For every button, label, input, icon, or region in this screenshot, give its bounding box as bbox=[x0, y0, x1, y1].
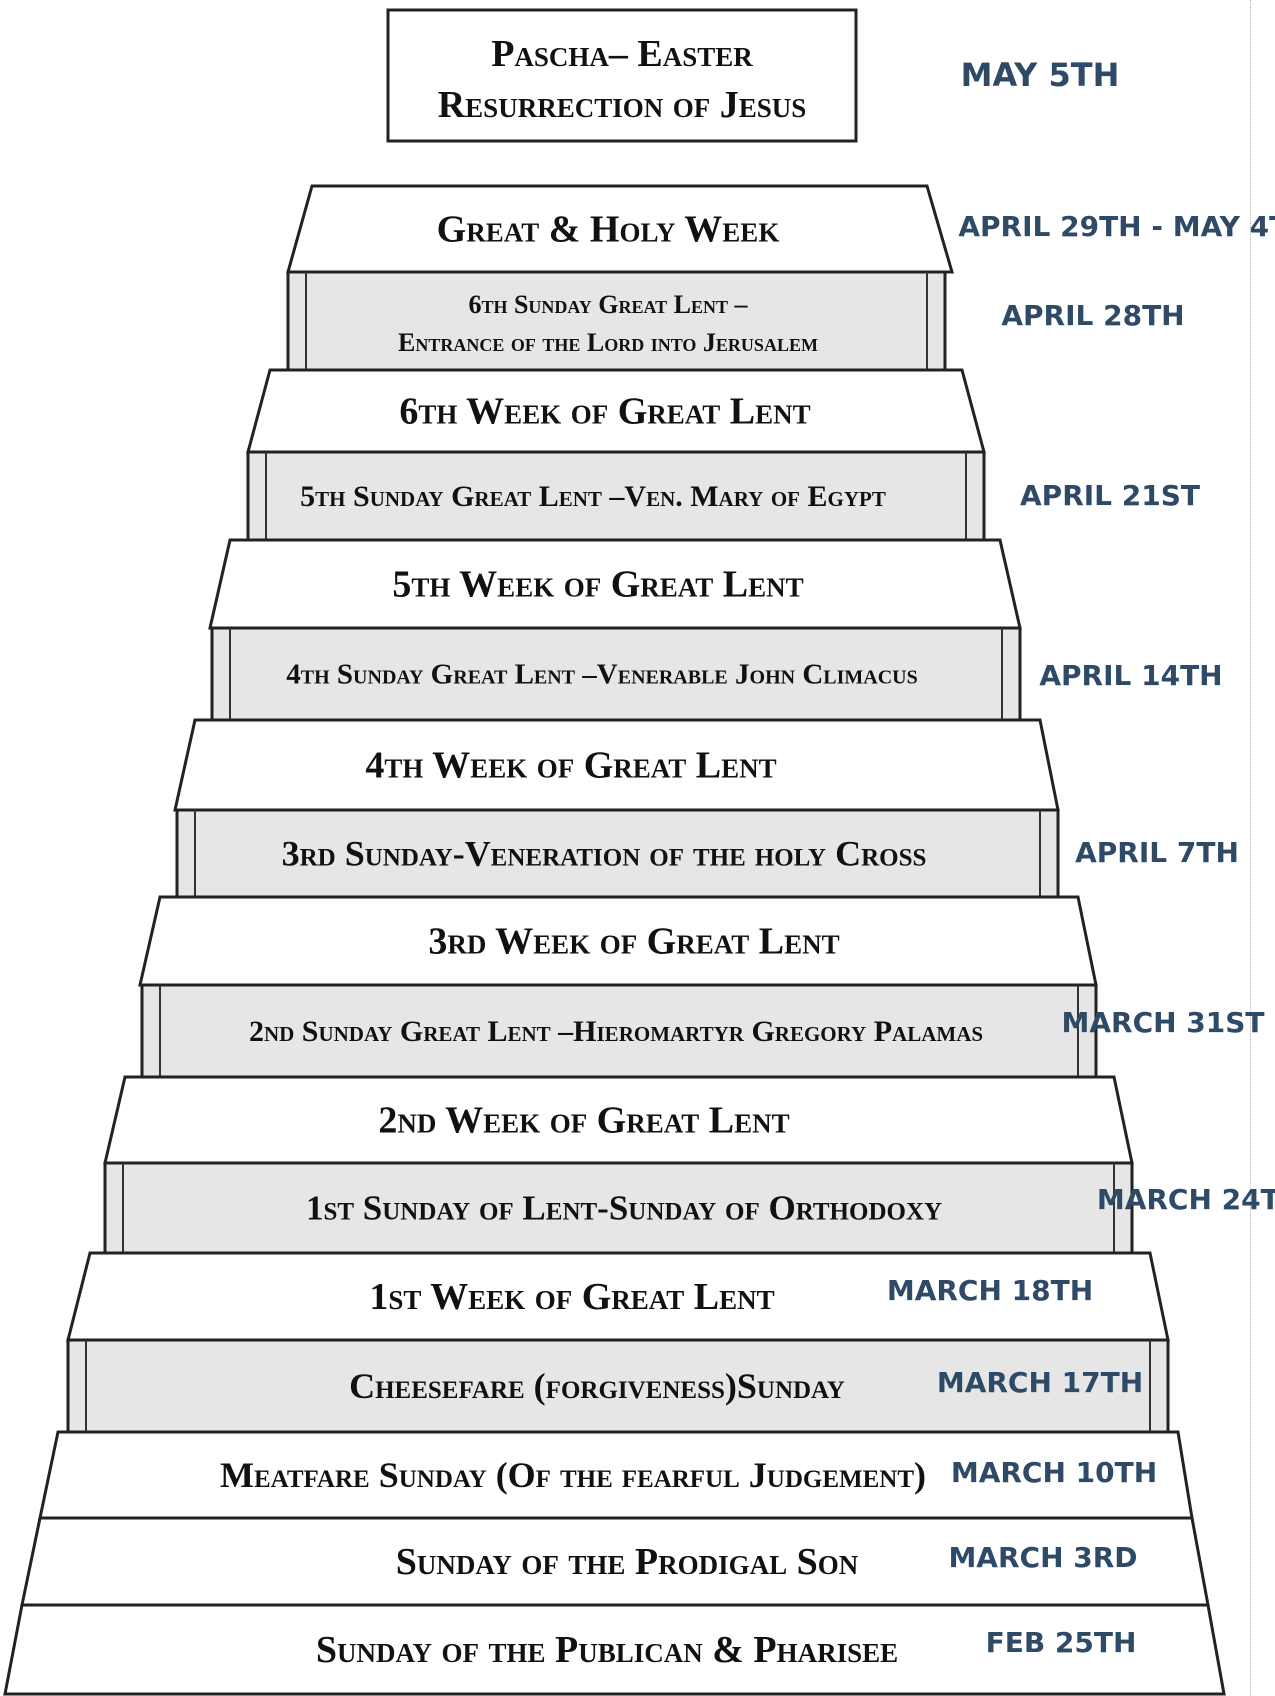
page-margin-guide bbox=[1250, 0, 1251, 1696]
step-label: 2nd Sunday Great Lent –Hieromartyr Grego… bbox=[249, 1015, 983, 1048]
step-label: Sunday of the Publican & Pharisee bbox=[316, 1629, 898, 1671]
step-label: 2nd Week of Great Lent bbox=[378, 1100, 789, 1142]
pascha-subtitle: Resurrection of Jesus bbox=[438, 84, 807, 126]
pascha-title: Pascha– Easter bbox=[491, 33, 753, 75]
step-date: MARCH 31ST bbox=[1061, 1006, 1264, 1039]
step-label: 5th Week of Great Lent bbox=[392, 564, 803, 606]
step-label: 1st Sunday of Lent-Sunday of Orthodoxy bbox=[306, 1189, 942, 1228]
step-date: APRIL 14TH bbox=[1039, 659, 1222, 692]
step-date: APRIL 28TH bbox=[1001, 299, 1184, 332]
week-step bbox=[286, 184, 954, 274]
step-label: 4th Week of Great Lent bbox=[365, 745, 776, 787]
step-label: 3rd Week of Great Lent bbox=[428, 921, 839, 963]
step-label: Sunday of the Prodigal Son bbox=[396, 1541, 859, 1583]
step-label: 1st Week of Great Lent bbox=[369, 1276, 774, 1318]
week-step bbox=[3, 1603, 1226, 1696]
step-label: Great & Holy Week bbox=[437, 209, 780, 251]
step-date: MARCH 24TH bbox=[1097, 1183, 1275, 1216]
step-date: FEB 25TH bbox=[986, 1626, 1137, 1659]
step-date: APRIL 7TH bbox=[1075, 836, 1239, 869]
step-label: 6th Sunday Great Lent – bbox=[468, 290, 748, 319]
pascha-box bbox=[386, 8, 858, 143]
step-label-line2: Entrance of the Lord into Jerusalem bbox=[398, 328, 818, 357]
step-date: MARCH 10TH bbox=[951, 1456, 1157, 1489]
step-label: 4th Sunday Great Lent –Venerable John Cl… bbox=[286, 659, 917, 691]
step-date: APRIL 21ST bbox=[1020, 479, 1200, 512]
step-date: MARCH 18TH bbox=[887, 1274, 1093, 1307]
pascha-date: MAY 5TH bbox=[961, 56, 1120, 94]
step-date: MARCH 17TH bbox=[937, 1366, 1143, 1399]
step-label: 3rd Sunday-Veneration of the holy Cross bbox=[282, 833, 927, 873]
step-label: 5th Sunday Great Lent –Ven. Mary of Egyp… bbox=[300, 480, 886, 513]
step-date: MARCH 3RD bbox=[948, 1541, 1137, 1574]
stairs: Great & Holy Week APRIL 29TH - MAY 4TH 6th… bbox=[3, 184, 1275, 1696]
step-label: Meatfare Sunday (Of the fearful Judgemen… bbox=[220, 1455, 926, 1495]
step-label: Cheesefare (forgiveness)Sunday bbox=[349, 1366, 845, 1406]
step-label: 6th Week of Great Lent bbox=[399, 391, 810, 433]
step-date: APRIL 29TH - MAY 4TH bbox=[958, 210, 1275, 243]
